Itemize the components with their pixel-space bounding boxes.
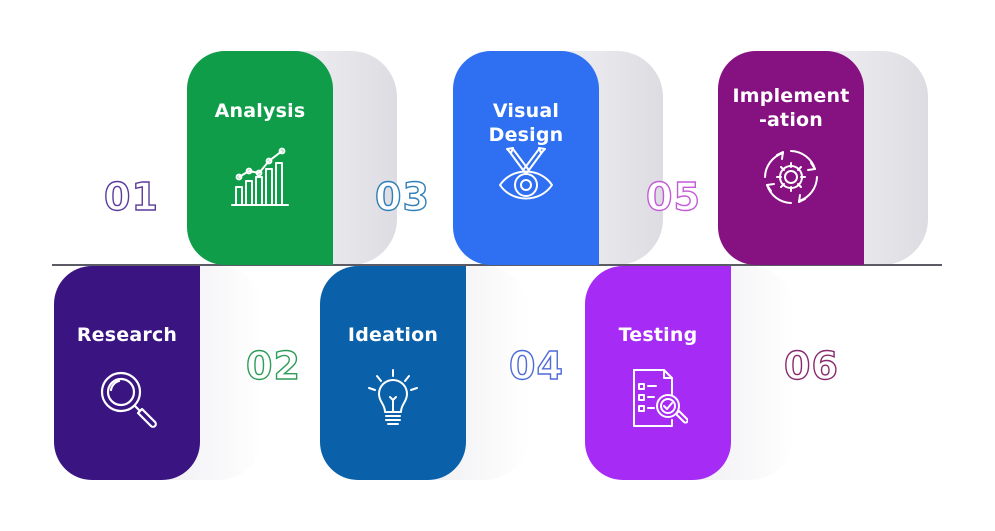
step-label: Implement -ation bbox=[732, 85, 850, 131]
step-label: Testing bbox=[618, 324, 698, 346]
step-card-ideation: Ideation bbox=[320, 266, 466, 480]
step-label: Ideation bbox=[347, 324, 439, 346]
step-number: 04 bbox=[508, 344, 564, 388]
step-number: 06 bbox=[783, 344, 839, 388]
lightbulb-icon bbox=[363, 368, 423, 428]
step-number: 02 bbox=[245, 344, 301, 388]
step-number: 03 bbox=[374, 175, 430, 219]
bar-chart-trend-icon bbox=[230, 147, 290, 207]
step-card-visual-design: Visual Design bbox=[453, 51, 599, 265]
eye-pencils-icon bbox=[496, 147, 556, 207]
step-card-research: Research bbox=[54, 266, 200, 480]
checklist-search-icon bbox=[628, 368, 688, 428]
step-label: Analysis bbox=[214, 100, 306, 122]
step-label: Research bbox=[76, 324, 178, 346]
step-label: Visual Design bbox=[488, 100, 564, 146]
timeline-divider bbox=[52, 264, 942, 266]
step-number: 05 bbox=[645, 175, 701, 219]
step-card-testing: Testing bbox=[585, 266, 731, 480]
magnifier-icon bbox=[97, 368, 157, 428]
gear-cycle-icon bbox=[761, 147, 821, 207]
step-number: 01 bbox=[103, 175, 159, 219]
step-card-analysis: Analysis bbox=[187, 51, 333, 265]
step-card-implementation: Implement -ation bbox=[718, 51, 864, 265]
